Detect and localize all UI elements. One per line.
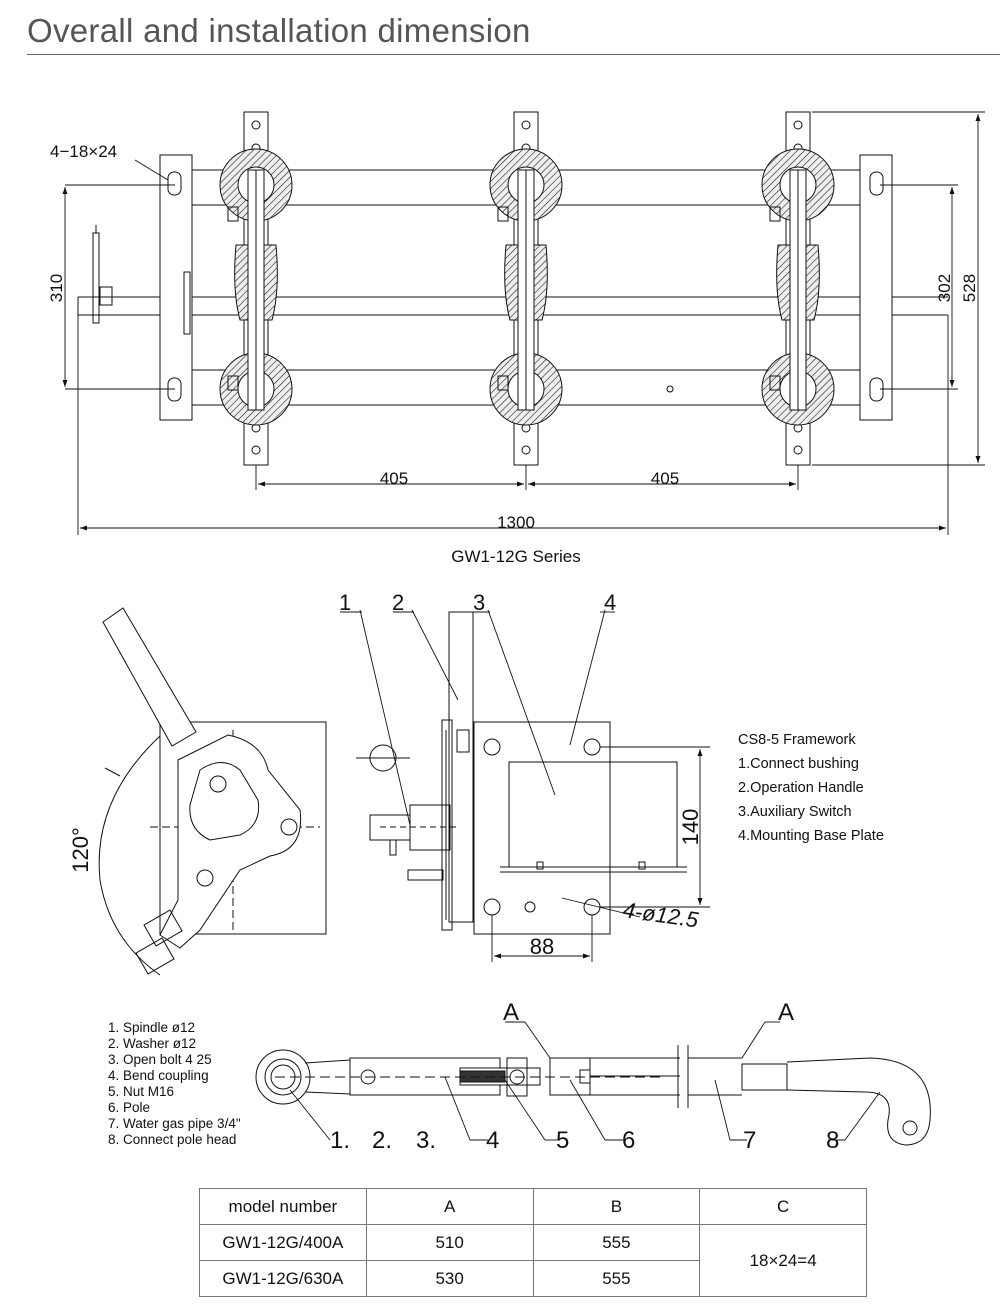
callout-3: 3	[473, 590, 485, 615]
pole-assembly-3	[761, 111, 835, 466]
operating-mechanism-side-view	[98, 607, 327, 976]
parts-list: 1. Spindle ø12 2. Washer ø12 3. Open bol…	[108, 1020, 241, 1147]
header-model-number: model number	[199, 1188, 367, 1225]
pole-assembly-1	[219, 111, 293, 466]
header-a: A	[365, 1188, 534, 1225]
callout-2: 2	[392, 590, 404, 615]
angle-120: 120°	[68, 827, 93, 873]
bottom-leaders	[289, 1021, 881, 1141]
table-row: GW1-12G/400A 510 555 18×24=4	[199, 1224, 867, 1297]
part-5: 5. Nut M16	[108, 1084, 174, 1099]
header-c: C	[699, 1188, 867, 1225]
model-spec-table: model number A B C GW1-12G/400A 510 555 …	[199, 1188, 867, 1297]
technical-drawing: 4−18×24 310 302 528 405 405 1300 GW1-12G…	[47, 111, 985, 1154]
title-rule	[27, 54, 1000, 55]
cell-b: 555	[532, 1260, 701, 1297]
cell-model: GW1-12G/630A	[199, 1260, 367, 1297]
series-caption: GW1-12G Series	[451, 547, 580, 566]
part-3: 3. Open bolt 4 25	[108, 1052, 212, 1067]
page-title: Overall and installation dimension	[27, 12, 531, 49]
cell-a: 510	[365, 1224, 534, 1261]
switch-top-view	[77, 154, 948, 421]
dim-310: 310	[47, 274, 66, 302]
cell-b: 555	[532, 1224, 701, 1261]
callout-b8: 8	[826, 1127, 839, 1154]
cell-c-merged: 18×24=4	[699, 1224, 867, 1297]
legend-item-4: 4.Mounting Base Plate	[738, 828, 884, 844]
callout-b7: 7	[743, 1127, 756, 1154]
callout-b1: 1.	[330, 1127, 350, 1154]
legend-item-1: 1.Connect bushing	[738, 756, 859, 772]
operating-mechanism-front-view	[356, 611, 687, 935]
pole-assembly-2	[489, 111, 563, 466]
part-7: 7. Water gas pipe 3/4"	[108, 1116, 241, 1131]
part-1: 1. Spindle ø12	[108, 1020, 195, 1035]
bottom-labels: A A 1. 2. 3. 4 5 6 7 8	[330, 999, 839, 1154]
framework-legend: CS8-5 Framework 1.Connect bushing 2.Oper…	[738, 732, 884, 844]
dim-405-left: 405	[380, 469, 408, 488]
dim-405-right: 405	[651, 469, 679, 488]
middle-labels: 120° 1 2 3 4 140 88 4-ø12.5	[68, 590, 703, 959]
middle-dimensions	[340, 609, 710, 962]
section-a-right: A	[778, 999, 794, 1026]
callout-b6: 6	[622, 1127, 635, 1154]
top-dimension-labels: 4−18×24 310 302 528 405 405 1300 GW1-12G…	[47, 142, 979, 566]
part-6: 6. Pole	[108, 1100, 150, 1115]
callout-b3: 3.	[416, 1127, 436, 1154]
callout-1: 1	[339, 590, 351, 615]
cell-model: GW1-12G/400A	[199, 1224, 367, 1261]
hole-note-middle: 4-ø12.5	[621, 897, 700, 932]
legend-item-3: 3.Auxiliary Switch	[738, 804, 852, 820]
callout-b5: 5	[556, 1127, 569, 1154]
dim-1300: 1300	[497, 513, 535, 532]
part-2: 2. Washer ø12	[108, 1036, 196, 1051]
top-dimensions	[62, 111, 985, 535]
header-b: B	[532, 1188, 701, 1225]
callout-4: 4	[604, 590, 616, 615]
table-header-row: model number A B C	[199, 1188, 867, 1225]
legend-title: CS8-5 Framework	[738, 732, 856, 748]
part-8: 8. Connect pole head	[108, 1132, 236, 1147]
table-row: GW1-12G/630A 530 555	[199, 1260, 867, 1297]
dim-88: 88	[530, 934, 554, 959]
callout-b2: 2.	[372, 1127, 392, 1154]
part-4: 4. Bend coupling	[108, 1068, 209, 1083]
section-a-left: A	[503, 999, 519, 1026]
cell-a: 530	[365, 1260, 534, 1297]
dim-140: 140	[678, 809, 703, 846]
connecting-rod-assembly	[255, 1045, 931, 1146]
dim-528: 528	[960, 274, 979, 302]
hole-note-top: 4−18×24	[50, 142, 117, 161]
dim-302: 302	[935, 274, 954, 302]
legend-item-2: 2.Operation Handle	[738, 780, 864, 796]
callout-b4: 4	[486, 1127, 499, 1154]
